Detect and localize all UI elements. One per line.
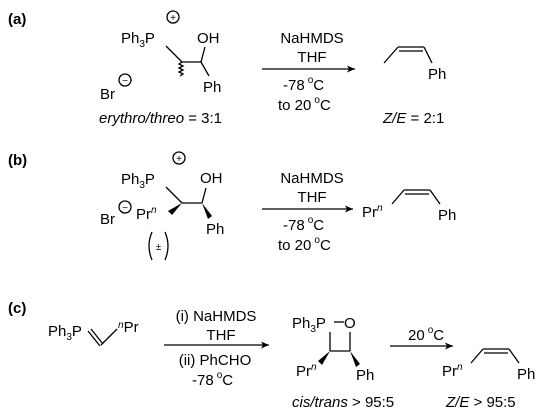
panel-b: (b) Ph3P + OH Prn Ph Br − ± NaHMDS THF -… (8, 151, 456, 261)
alkene-bond-2 (508, 348, 520, 364)
wavy-methyl-bond (177, 61, 185, 77)
ylide-phosphorus: Ph3P (48, 323, 82, 343)
oxaphosphetane-phenyl-label: Ph (356, 367, 374, 384)
racemic-paren-right (164, 231, 169, 261)
propyl-label: Prn (136, 205, 157, 223)
arrow-head-icon (347, 65, 355, 73)
panel-b-label: (b) (8, 152, 27, 169)
svg-text:−: − (122, 203, 128, 214)
product-ratio: Z/E = 2:1 (382, 110, 444, 127)
alkene-bond-1 (383, 46, 399, 64)
wedge-bond-phenyl (202, 203, 212, 219)
bond-p-c1 (165, 45, 183, 63)
oxaphosphetane-propyl-label: Prn (296, 362, 317, 380)
svg-text:+: + (176, 154, 182, 165)
negative-charge-icon (118, 73, 132, 87)
bond-p-c1 (165, 186, 183, 204)
alkene-bond-2 (429, 189, 441, 205)
triphenylphosphonium-group: Ph3P (121, 30, 155, 50)
product-phenyl-label: Ph (438, 207, 456, 224)
bromide-label: Br (100, 211, 115, 228)
hydroxyl-label: OH (197, 30, 220, 47)
ylide-propyl-label: nPr (118, 319, 139, 336)
phenyl-label: Ph (203, 79, 221, 96)
diastereomer-ratio: erythro/threo = 3:1 (99, 110, 222, 127)
alkene-bond-1 (470, 348, 484, 364)
reagent-base: NaHMDS (280, 30, 343, 47)
bond-c2-ph (200, 61, 210, 77)
alkene-bond-1 (391, 189, 405, 205)
ylide-bond-propyl (100, 328, 118, 346)
phenyl-label: Ph (206, 221, 224, 238)
step-2-reagent: (ii) PhCHO (179, 352, 252, 369)
svg-text:−: − (122, 76, 128, 87)
product-propyl-label: Prn (442, 362, 463, 380)
positive-charge-icon (172, 151, 186, 165)
racemic-paren-left (148, 231, 153, 261)
panel-a: (a) Ph3P + OH Ph Br − erythro/threo = 3:… (8, 10, 446, 127)
wedge-bond-propyl (168, 203, 182, 215)
z-e-ratio: Z/E > 95:5 (445, 394, 516, 411)
racemic-symbol: ± (156, 242, 162, 253)
panel-c: (c) Ph3P nPr (i) NaHMDS THF (ii) PhCHO -… (8, 300, 535, 411)
alkene-bond-2 (423, 46, 433, 64)
bond-c2-oh (200, 46, 206, 63)
triphenylphosphonium-group: Ph3P (121, 171, 155, 191)
step-1-solvent: THF (206, 327, 235, 344)
reagent-base: NaHMDS (280, 170, 343, 187)
oxaphosphetane-oxygen: O (344, 315, 356, 332)
cis-trans-ratio: cis/trans > 95:5 (292, 394, 394, 411)
wedge-bond-phenyl (350, 351, 360, 367)
product-phenyl-label: Ph (428, 66, 446, 83)
wedge-bond-propyl (318, 351, 330, 365)
arrow-head-icon (345, 205, 353, 213)
product-phenyl-label: Ph (517, 366, 535, 383)
panel-c-label: (c) (8, 300, 26, 317)
arrow-head-icon (261, 341, 269, 349)
ylide-double-bond-a (87, 330, 101, 347)
positive-charge-icon (166, 10, 180, 24)
step-1-reagent: (i) NaHMDS (176, 308, 257, 325)
hydroxyl-label: OH (200, 170, 223, 187)
panel-a-label: (a) (8, 11, 26, 28)
arrow-head-icon (445, 342, 453, 350)
ylide-double-bond-b (90, 328, 104, 345)
bond-c2-oh (201, 187, 207, 204)
bromide-label: Br (100, 86, 115, 103)
oxaphosphetane-phosphorus: Ph3P (292, 315, 326, 335)
svg-text:+: + (170, 13, 176, 24)
negative-charge-icon (118, 200, 132, 214)
reagent-solvent: THF (297, 49, 326, 66)
reagent-solvent: THF (297, 189, 326, 206)
product-propyl-label: Prn (362, 203, 383, 221)
